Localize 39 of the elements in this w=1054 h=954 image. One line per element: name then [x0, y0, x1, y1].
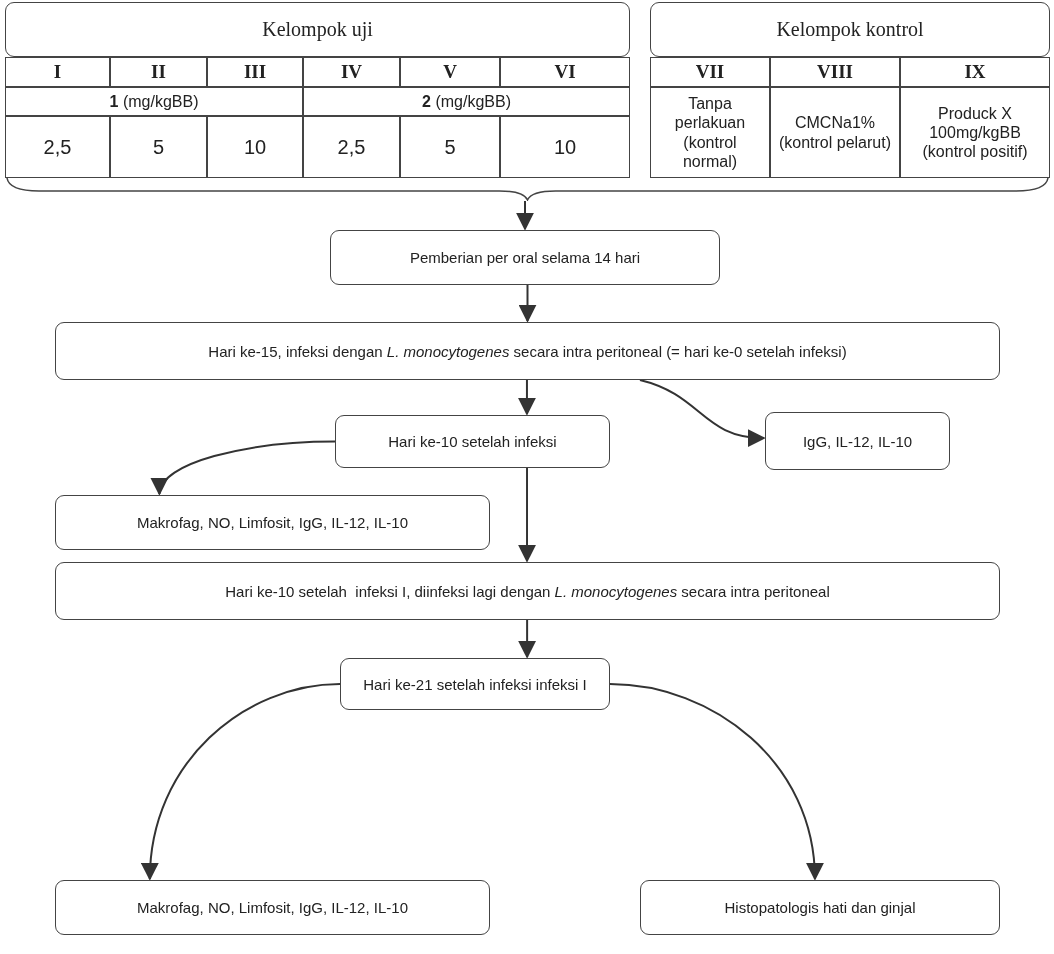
table-cell: 5 [400, 116, 500, 178]
table-cell: I [5, 57, 110, 87]
table-cell: Tanpa perlakuan (kontrol normal) [650, 87, 770, 178]
process-box: Hari ke-10 setelah infeksi I, diinfeksi lagi dengan L. monocytogenes secara intra peritoneal [55, 562, 1000, 620]
process-box: Pemberian per oral selama 14 hari [330, 230, 720, 285]
table-cell: V [400, 57, 500, 87]
table-cell: 2,5 [303, 116, 400, 178]
arrow [517, 379, 536, 416]
group-header-box: Kelompok kontrol [650, 2, 1050, 57]
process-box: Hari ke-10 setelah infeksi [335, 415, 610, 468]
table-cell: VIII [770, 57, 900, 87]
arrow [518, 467, 537, 563]
table-cell: 5 [110, 116, 207, 178]
table-cell: II [110, 57, 207, 87]
table-cell: 2 (mg/kgBB) [303, 87, 630, 116]
arrow [516, 200, 534, 231]
result-box: Makrofag, NO, Limfosit, IgG, IL-12, IL-10 [55, 880, 490, 935]
process-box: Hari ke-21 setelah infeksi infeksi I [340, 658, 610, 710]
table-cell: VI [500, 57, 630, 87]
arrow [638, 379, 766, 447]
table-cell: 10 [500, 116, 630, 178]
arrow [518, 284, 537, 323]
table-cell: III [207, 57, 303, 87]
table-cell: Produck X 100mg/kgBB (kontrol positif) [900, 87, 1050, 178]
table-cell: CMCNa1% (kontrol pelarut) [770, 87, 900, 178]
arrow [518, 619, 537, 659]
table-cell: 10 [207, 116, 303, 178]
process-box: Hari ke-15, infeksi dengan L. monocytogenes secara intra peritoneal (= hari ke-0 setelah infeksi) [55, 322, 1000, 380]
table-cell: 2,5 [5, 116, 110, 178]
result-box: IgG, IL-12, IL-10 [765, 412, 950, 470]
arrow [609, 683, 823, 881]
group-header-box: Kelompok uji [5, 2, 630, 57]
table-cell: 1 (mg/kgBB) [5, 87, 303, 116]
table-cell: IX [900, 57, 1050, 87]
table-cell: VII [650, 57, 770, 87]
table-cell: IV [303, 57, 400, 87]
arrow [141, 683, 341, 881]
result-box: Makrofag, NO, Limfosit, IgG, IL-12, IL-10 [55, 495, 490, 550]
result-box: Histopatologis hati dan ginjal [640, 880, 1000, 935]
